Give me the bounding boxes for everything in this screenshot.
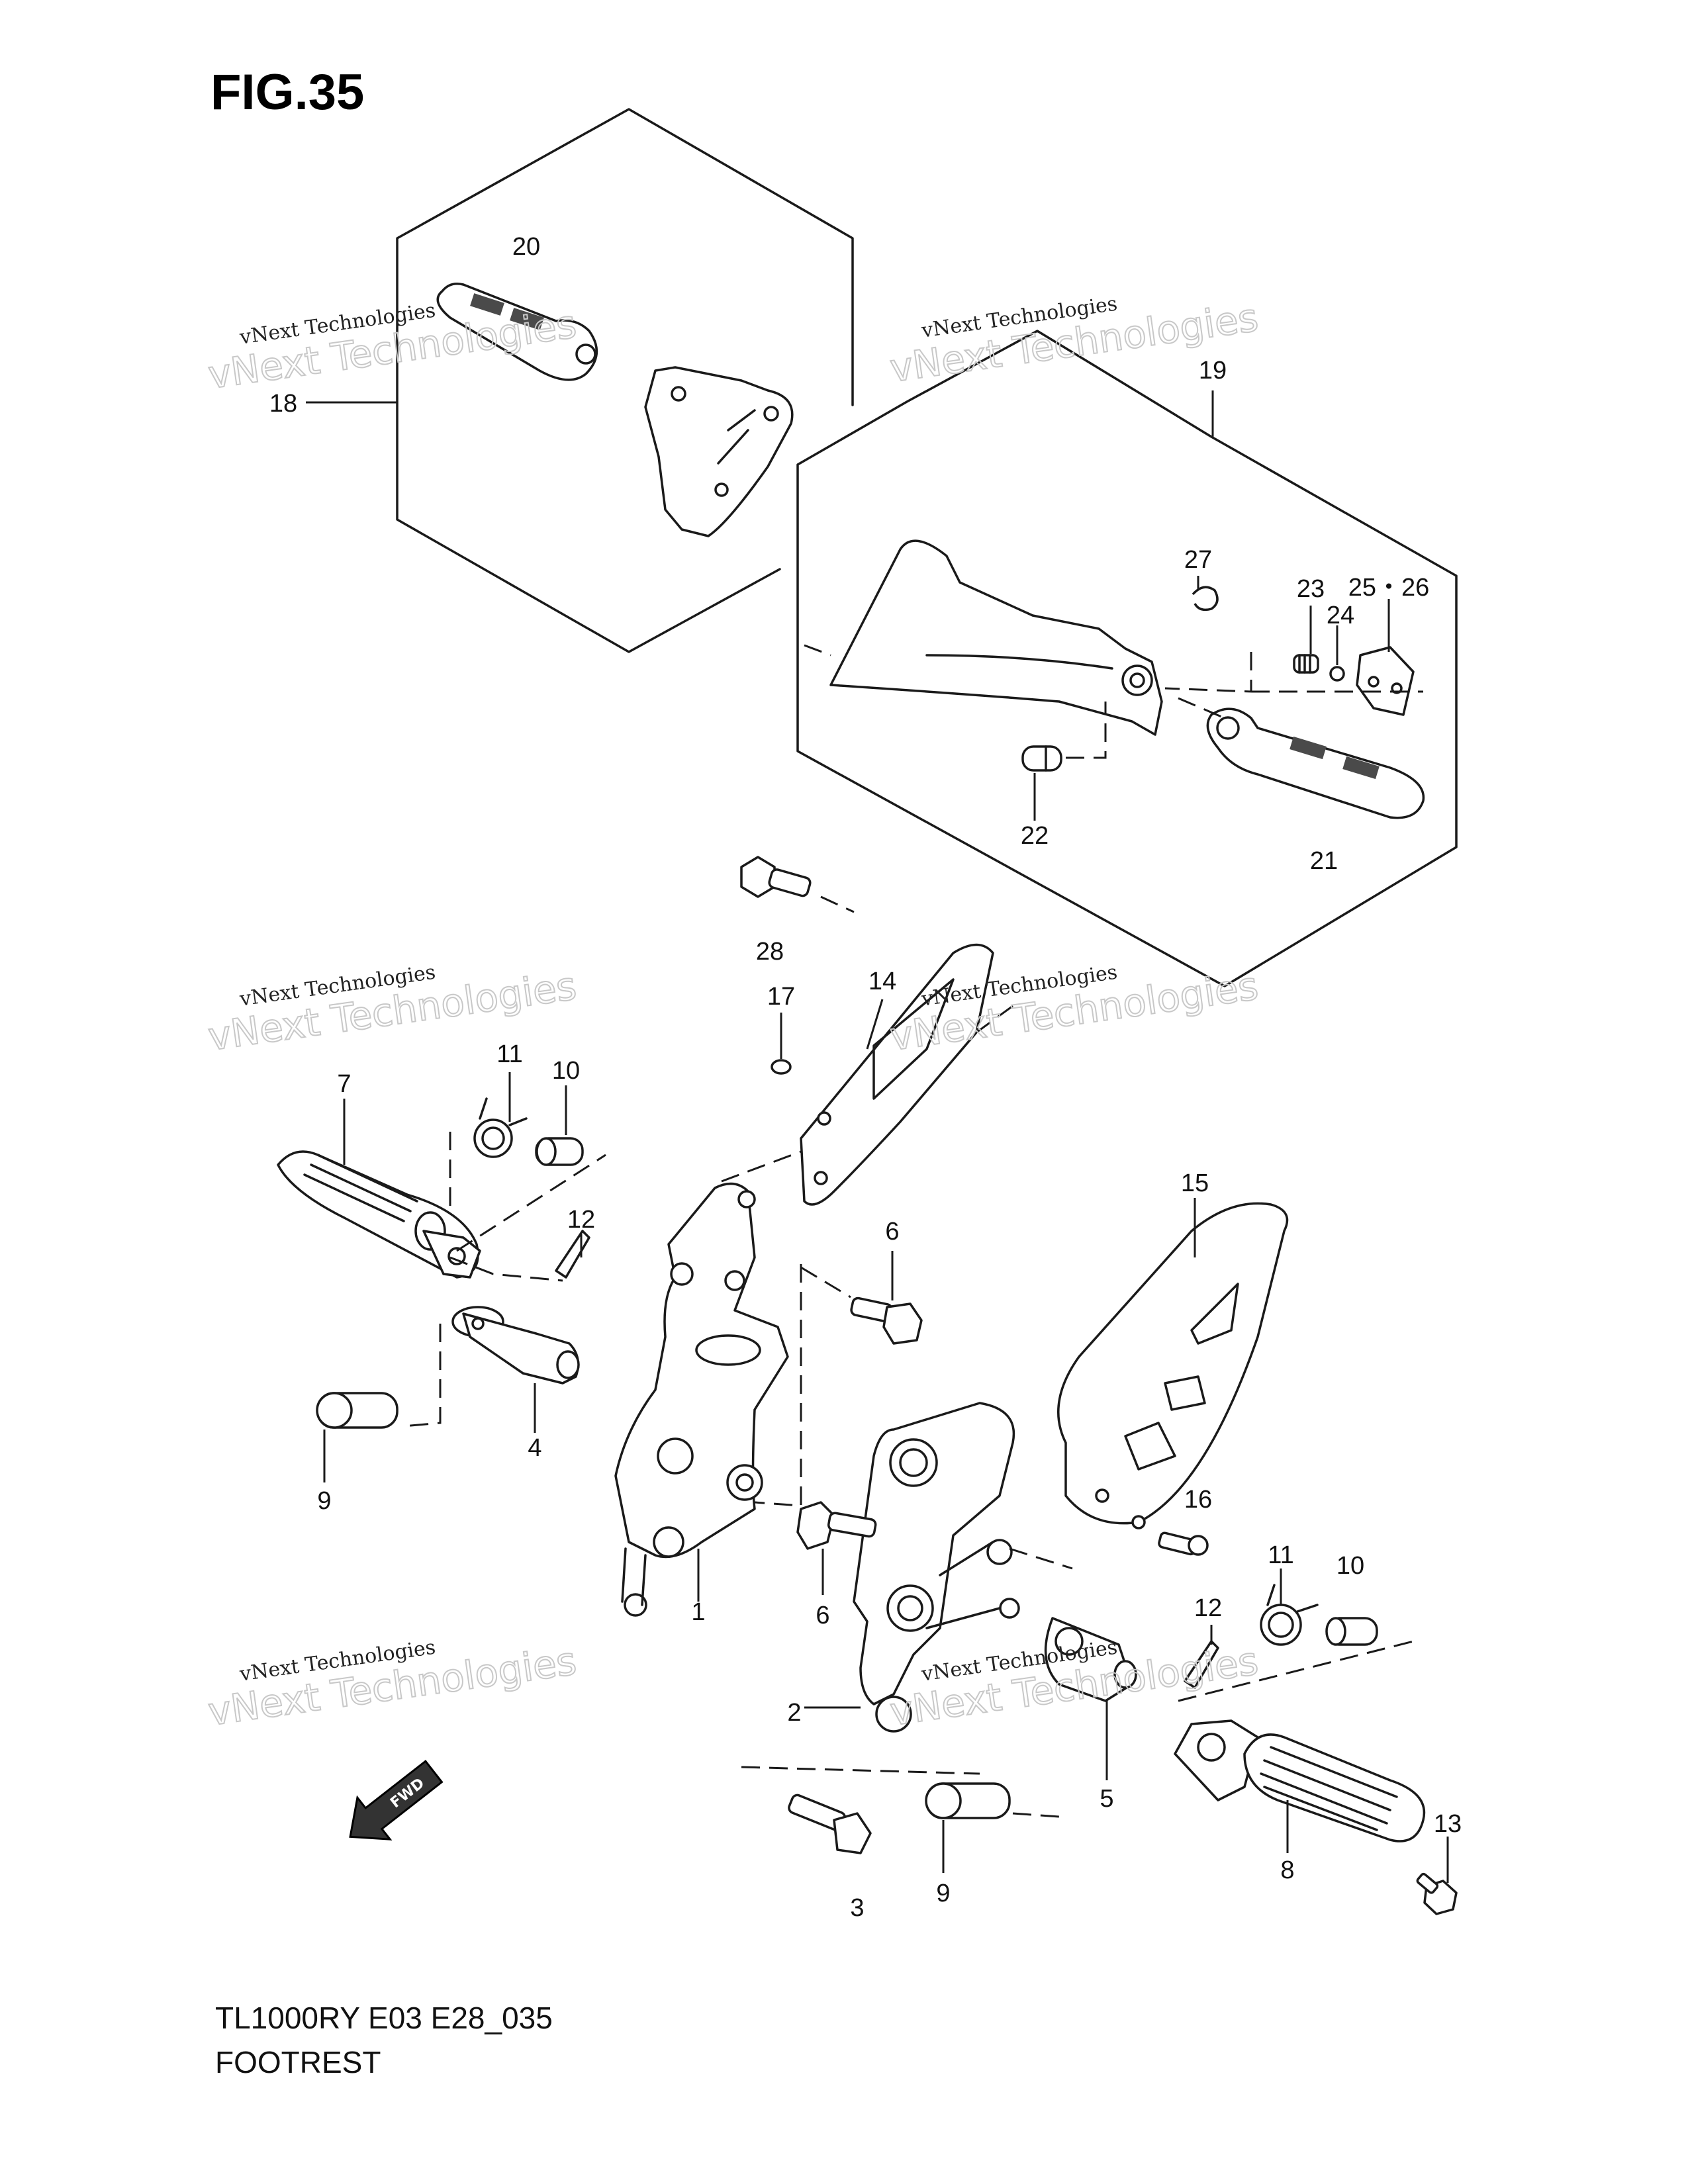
callout-16: 16 <box>1184 1486 1212 1514</box>
callout-18: 18 <box>269 390 297 418</box>
footpeg-20 <box>436 283 598 381</box>
bolt-13 <box>1416 1872 1458 1915</box>
washer-17 <box>771 1059 792 1075</box>
footpeg-7-dash <box>449 1256 563 1282</box>
pivot-5 <box>1044 1617 1137 1702</box>
callout-28: 28 <box>756 938 784 966</box>
callout-2: 2 <box>787 1699 801 1727</box>
plate-25-26 <box>1356 646 1415 716</box>
pin-22 <box>1021 745 1062 772</box>
section-name-caption: FOOTREST <box>215 2045 381 2079</box>
watermark-top-left: vNext Technologies vNext Technologies <box>205 299 579 398</box>
callout-8: 8 <box>1280 1856 1294 1884</box>
kit-18-bracket <box>644 366 794 537</box>
model-code-caption: TL1000RY E03 E28_035 <box>215 2001 553 2035</box>
spring-11-right-dash <box>1178 1640 1414 1702</box>
callout-14: 14 <box>868 968 896 995</box>
callout-11-left: 11 <box>496 1040 522 1068</box>
callout-4: 4 <box>528 1434 541 1462</box>
callout-10-right: 10 <box>1336 1552 1364 1580</box>
kit-18-outline <box>396 108 854 653</box>
spring-23 <box>1293 654 1319 674</box>
spring-11-left-dash <box>449 1132 606 1252</box>
callout-13: 13 <box>1434 1810 1462 1838</box>
spring-11-left <box>473 1097 528 1158</box>
callout-6-lower: 6 <box>816 1602 829 1629</box>
pin-10-right <box>1325 1617 1378 1646</box>
kit-19-outline <box>796 330 1458 987</box>
callout-23: 23 <box>1297 575 1325 603</box>
pin-9-left <box>316 1392 399 1429</box>
callout-15: 15 <box>1181 1169 1209 1197</box>
callout-9-lower: 9 <box>936 1880 950 1907</box>
kit-19-bracket <box>829 539 1163 736</box>
pivot-shaft-4 <box>451 1306 580 1385</box>
ball-24 <box>1329 666 1345 682</box>
footpeg-8 <box>1174 1719 1426 1843</box>
bolt-6-upper-dash <box>800 1266 851 1298</box>
kit-19-dash-pin <box>1066 702 1107 759</box>
callout-19: 19 <box>1199 357 1227 385</box>
bolt-6-lower <box>796 1501 877 1550</box>
pivot-shaft-4-dash <box>403 1324 442 1428</box>
kit-19-dash-peg <box>1178 697 1225 719</box>
bolt-28-dash <box>820 895 855 913</box>
callout-25-26: 25・26 <box>1348 574 1430 602</box>
callout-17: 17 <box>767 983 795 1011</box>
lower-bracket-2 <box>853 1402 1020 1733</box>
bolt-6-upper <box>850 1297 923 1345</box>
figure-title: FIG.35 <box>211 64 364 120</box>
screw-16 <box>1158 1531 1209 1556</box>
heel-guard-14 <box>800 943 994 1206</box>
bolt-3-dash <box>741 1766 980 1775</box>
clip-27 <box>1192 586 1219 612</box>
leader-14 <box>866 999 884 1050</box>
pin-10-left <box>535 1137 584 1166</box>
callout-22: 22 <box>1021 822 1049 850</box>
callout-1: 1 <box>691 1598 705 1626</box>
bolt-3 <box>788 1794 872 1854</box>
callout-5: 5 <box>1100 1785 1113 1813</box>
callout-24: 24 <box>1327 602 1354 629</box>
forward-direction-arrow: FWD <box>349 1760 444 1841</box>
watermark-low-left: vNext Technologies vNext Technologies <box>205 1636 579 1735</box>
main-bracket-1 <box>614 1182 789 1617</box>
pin-9-lower <box>925 1782 1011 1819</box>
kit-19-dash-axis <box>1164 652 1423 693</box>
callout-11-right: 11 <box>1268 1541 1293 1569</box>
callout-12-right: 12 <box>1194 1594 1222 1622</box>
cotter-pin-12-left <box>555 1230 590 1279</box>
bolt-28 <box>740 856 812 898</box>
watermark-mid-center: vNext Technologies vNext Technologies <box>886 961 1261 1060</box>
callout-7: 7 <box>337 1070 351 1098</box>
callout-27: 27 <box>1184 546 1212 574</box>
callout-9-left: 9 <box>317 1487 331 1515</box>
heel-guard-14-dash <box>721 1005 1013 1183</box>
callout-6-upper: 6 <box>885 1218 899 1246</box>
heel-guard-15 <box>1057 1202 1289 1529</box>
callout-10-left: 10 <box>552 1057 580 1085</box>
footpeg-7 <box>277 1150 481 1279</box>
callout-12-left: 12 <box>567 1206 595 1234</box>
pin-9-lower-dash <box>1012 1812 1060 1818</box>
spring-11-right <box>1260 1584 1319 1646</box>
cotter-pin-12-right <box>1184 1640 1219 1689</box>
callout-3: 3 <box>850 1894 864 1922</box>
callout-20: 20 <box>512 233 540 261</box>
callout-21: 21 <box>1310 847 1338 875</box>
footpeg-21 <box>1206 707 1425 819</box>
lower-bracket-dash <box>1009 1547 1073 1570</box>
kit-19-dash-left <box>804 644 831 657</box>
